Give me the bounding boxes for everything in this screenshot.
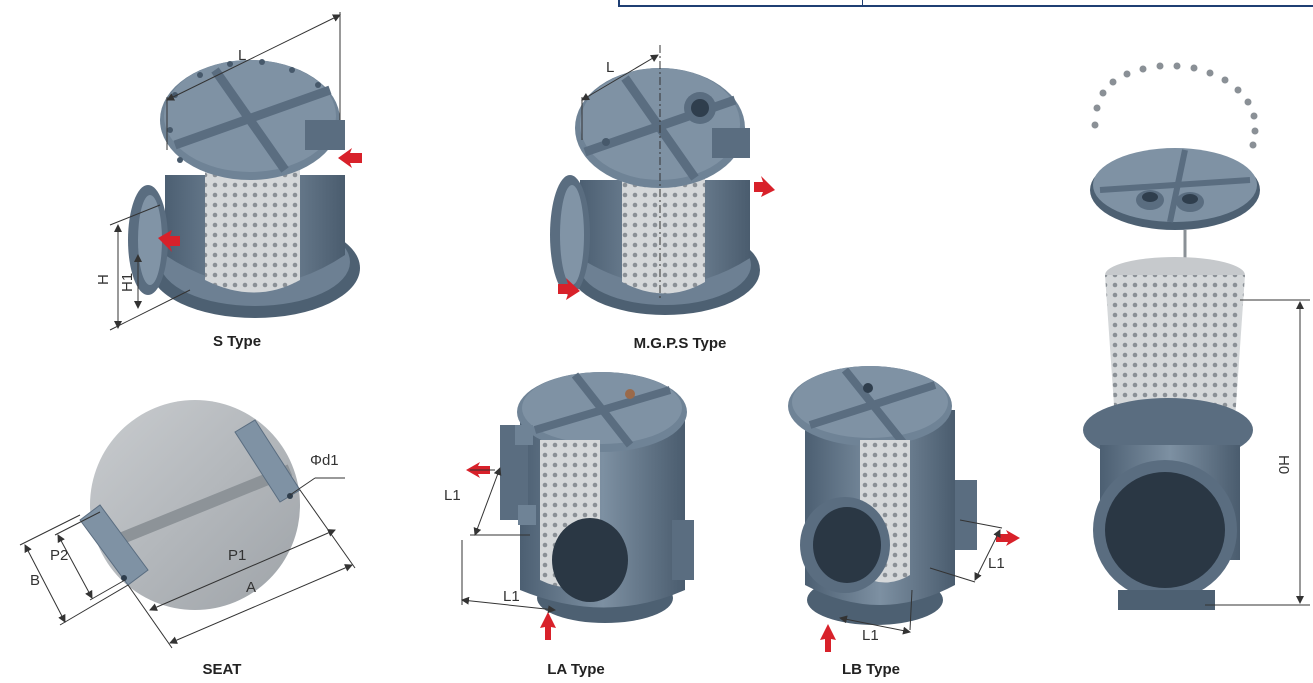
dim-label-la-l1-side: L1 (444, 487, 461, 504)
dim-label-s-l: L (238, 47, 246, 64)
dim-label-h0: H0 (1275, 455, 1292, 474)
mesh-basket-icon (1105, 275, 1245, 433)
seat-plate (19, 400, 356, 649)
dim-label-seat-b: B (30, 572, 40, 589)
dim-label-seat-p2: P2 (50, 547, 68, 564)
la-type-strainer (461, 372, 694, 640)
dim-label-s-h1: H1 (119, 273, 136, 292)
dim-label-lb-l1-bottom: L1 (862, 627, 879, 644)
header-rule (618, 0, 1313, 7)
flow-arrow-icon (338, 148, 362, 168)
caption-mgps-type: M.G.P.S Type (633, 335, 727, 352)
exploded-strainer-view (1083, 62, 1310, 610)
lb-type-strainer (788, 366, 1020, 652)
caption-la-type: LA Type (547, 661, 605, 678)
dim-label-seat-a: A (246, 579, 256, 596)
dim-label-s-h: H (95, 274, 112, 285)
flow-arrow-icon (820, 624, 836, 652)
dim-label-mgps-l: L (606, 59, 614, 76)
dim-label-seat-d1: Φd1 (310, 452, 339, 469)
dim-label-la-l1-bottom: L1 (503, 588, 520, 605)
mgps-type-strainer (550, 45, 775, 315)
flow-arrow-icon (540, 612, 556, 640)
caption-lb-type: LB Type (841, 661, 901, 678)
flow-arrow-icon (996, 530, 1020, 546)
bolt-ring-icon (1091, 62, 1259, 149)
dim-label-seat-p1: P1 (228, 547, 246, 564)
mesh-basket-icon (205, 150, 300, 293)
s-type-strainer (109, 12, 362, 331)
dim-label-lb-l1-side: L1 (988, 555, 1005, 572)
caption-seat: SEAT (202, 661, 242, 678)
flow-arrow-icon (558, 278, 580, 300)
caption-s-type: S Type (212, 333, 262, 350)
flow-arrow-icon (754, 176, 775, 197)
flow-arrow-icon (158, 230, 180, 252)
